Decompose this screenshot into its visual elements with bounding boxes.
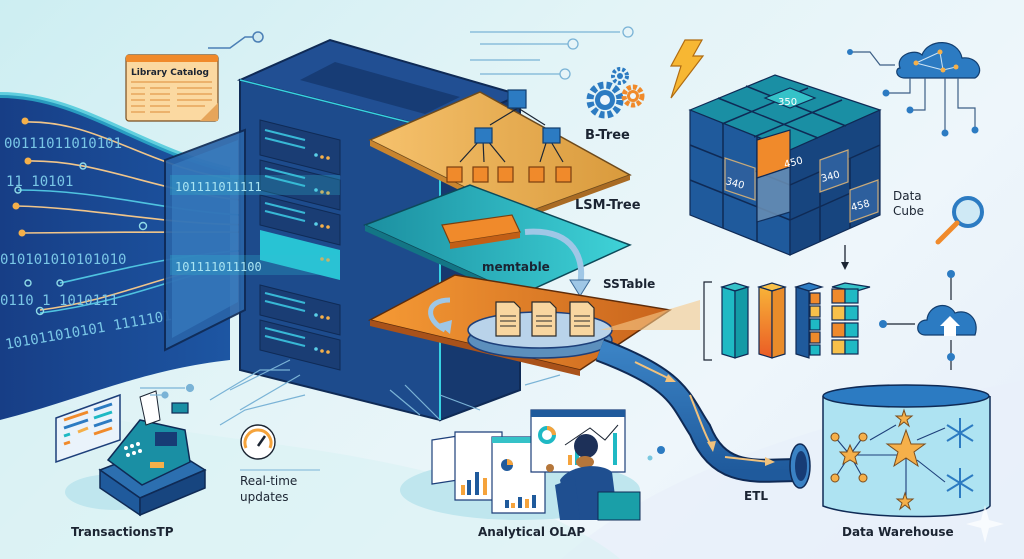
data-cube-label-line2: Cube: [893, 204, 924, 218]
cube-value-right: 340: [820, 169, 841, 185]
realtime-label-line2: updates: [240, 490, 289, 504]
etl-label: ETL: [744, 489, 768, 503]
lightning-icon: [669, 39, 705, 99]
cube-value-bottom-right: 458: [850, 198, 871, 214]
memtable-label: memtable: [482, 260, 550, 274]
sstable-layer: [367, 274, 700, 376]
server-rack: 101111011111 101111011100: [164, 38, 523, 422]
cube-value-orange: 450: [783, 155, 804, 171]
sparkle-icon: [966, 505, 1004, 543]
data-cube: [688, 74, 882, 256]
circuit-lines: [470, 26, 634, 80]
magnifier-icon: [935, 196, 984, 245]
gears-icon: [586, 67, 645, 119]
analytical-olap-label: Analytical OLAP: [478, 525, 585, 539]
cube-value-left: 340: [724, 176, 745, 192]
speedometer-icon: [240, 424, 320, 471]
btree-label: B-Tree: [585, 128, 630, 143]
realtime-label-line1: Real-time: [240, 474, 297, 488]
binary-text: 101111011111: [175, 180, 262, 194]
data-cube-label-line1: Data: [893, 189, 922, 203]
cloud-upload-icon: [879, 270, 977, 370]
cloud-network-icon: [847, 42, 981, 137]
binary-text: 11 10101: [6, 174, 73, 190]
light-beam: [600, 300, 700, 330]
compaction-arrow: [428, 297, 451, 333]
circuit-lines: [140, 359, 561, 426]
binary-text: 00111011010101: [4, 136, 122, 152]
sstable-label: SSTable: [603, 277, 655, 291]
binary-text: 010101010101010: [0, 252, 126, 268]
cash-register-icon: [55, 390, 207, 517]
data-warehouse: [822, 384, 991, 518]
data-warehouse-label: Data Warehouse: [842, 525, 954, 539]
etl-pipe: [595, 338, 811, 489]
transaction-oltp-label: TransactionsTP: [71, 525, 174, 539]
btree-leaves: [446, 166, 572, 183]
sstable-files: [495, 301, 595, 337]
btree-nodes: [474, 89, 561, 144]
columnar-storage: [703, 281, 871, 361]
binary-text: 101111011100: [175, 260, 262, 274]
down-arrow-icon: [841, 245, 849, 270]
binary-text: 0110 1 1010111: [0, 293, 118, 309]
snowflake-icon: [946, 418, 974, 448]
flush-arrow: [524, 228, 585, 286]
cube-value-top: 350: [778, 97, 797, 108]
library-catalog-card: Library Catalog: [125, 31, 264, 122]
snowflake-icon: [946, 468, 974, 498]
btree-edges: [459, 107, 564, 163]
library-catalog-title: Library Catalog: [131, 68, 209, 78]
olap-analyst-illustration: [400, 409, 665, 521]
lsm-tree-label: LSM-Tree: [575, 198, 641, 213]
